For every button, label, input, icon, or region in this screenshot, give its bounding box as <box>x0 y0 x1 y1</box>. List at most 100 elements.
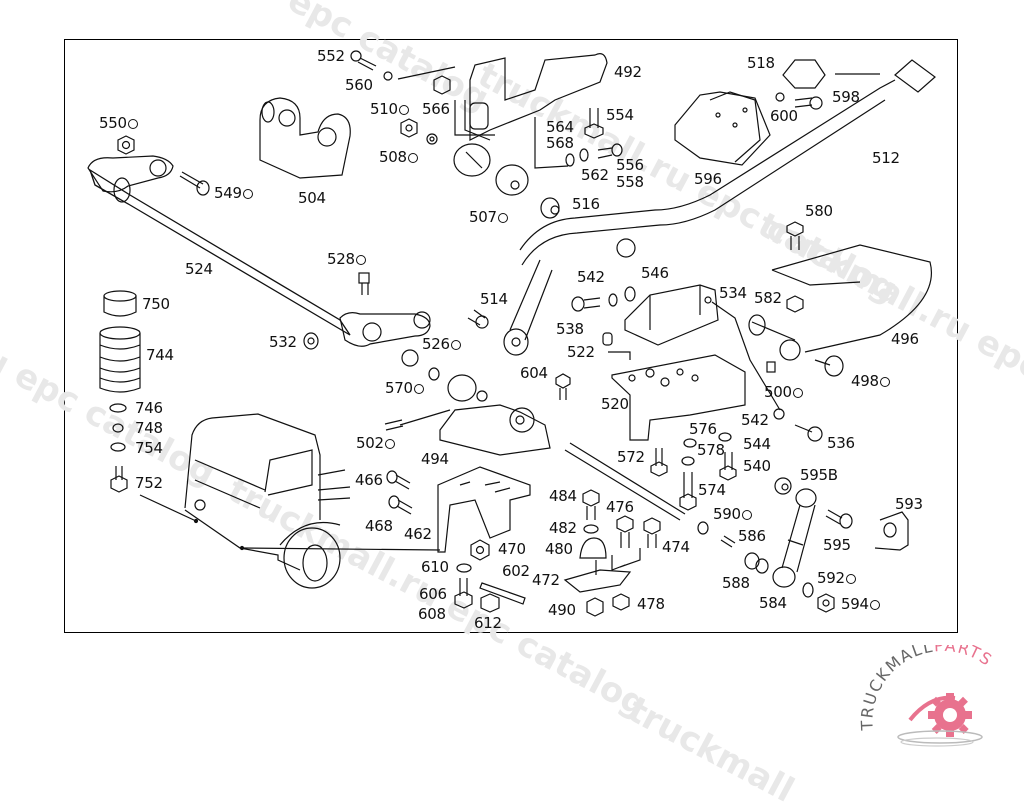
bracket-520[interactable] <box>611 354 746 441</box>
plate-472[interactable] <box>563 548 641 593</box>
bracket-494[interactable] <box>399 374 551 456</box>
part-label-496[interactable]: 496 <box>891 332 919 347</box>
part-label-526[interactable]: 526 <box>422 337 461 352</box>
part-label-516[interactable]: 516 <box>572 197 600 212</box>
bracket-593[interactable] <box>874 511 909 551</box>
part-label-570[interactable]: 570 <box>385 381 424 396</box>
bolt-595[interactable] <box>825 509 853 529</box>
washer-546[interactable] <box>624 286 636 302</box>
part-label-540[interactable]: 540 <box>743 459 771 474</box>
part-label-558[interactable]: 558 <box>616 175 644 190</box>
part-label-470[interactable]: 470 <box>498 542 526 557</box>
bolt-466[interactable] <box>386 470 411 490</box>
part-label-602[interactable]: 602 <box>502 564 530 579</box>
part-label-500[interactable]: 500 <box>764 385 803 400</box>
part-label-514[interactable]: 514 <box>480 292 508 307</box>
bushing-532[interactable] <box>303 332 319 350</box>
bolt-468[interactable] <box>388 495 413 515</box>
bracket-504[interactable] <box>259 97 351 179</box>
part-label-512[interactable]: 512 <box>872 151 900 166</box>
part-label-482[interactable]: 482 <box>549 521 577 536</box>
part-label-572[interactable]: 572 <box>617 450 645 465</box>
part-label-524[interactable]: 524 <box>185 262 213 277</box>
part-label-574[interactable]: 574 <box>698 483 726 498</box>
pin-586[interactable] <box>720 535 736 548</box>
pin-522[interactable] <box>602 332 631 360</box>
part-label-466[interactable]: 466 <box>355 473 383 488</box>
part-label-566[interactable]: 566 <box>422 102 450 117</box>
bolt-538[interactable] <box>571 296 601 312</box>
nut-478[interactable] <box>612 593 630 611</box>
washer-590[interactable] <box>697 521 709 535</box>
part-label-544[interactable]: 544 <box>743 437 771 452</box>
part-label-478[interactable]: 478 <box>637 597 665 612</box>
part-label-590[interactable]: 590 <box>713 507 752 522</box>
washer-562[interactable] <box>579 148 589 162</box>
part-label-504[interactable]: 504 <box>298 191 326 206</box>
nut-510[interactable] <box>400 118 418 138</box>
nut-595B[interactable] <box>774 477 792 495</box>
part-label-492[interactable]: 492 <box>614 65 642 80</box>
bolt-476[interactable] <box>616 515 634 548</box>
washer-508[interactable] <box>426 133 438 145</box>
bolt-554[interactable] <box>584 108 604 139</box>
part-label-542b[interactable]: 542 <box>741 413 769 428</box>
part-label-593[interactable]: 593 <box>895 497 923 512</box>
washer-570[interactable] <box>428 367 440 381</box>
part-label-595B[interactable]: 595B <box>800 468 838 483</box>
part-label-608[interactable]: 608 <box>418 607 446 622</box>
part-label-582[interactable]: 582 <box>754 291 782 306</box>
part-label-600[interactable]: 600 <box>770 109 798 124</box>
part-label-576[interactable]: 576 <box>689 422 717 437</box>
bolt-484[interactable] <box>582 489 600 520</box>
nut-550[interactable] <box>117 135 135 155</box>
washer-560[interactable] <box>383 66 456 81</box>
part-label-472[interactable]: 472 <box>532 573 560 588</box>
bolt-604[interactable] <box>555 373 571 400</box>
bracket-596[interactable] <box>674 91 771 166</box>
buffer-stack-744[interactable] <box>99 326 141 393</box>
washer-600[interactable] <box>775 92 785 102</box>
part-label-549[interactable]: 549 <box>214 186 253 201</box>
part-label-560[interactable]: 560 <box>345 78 373 93</box>
part-label-468[interactable]: 468 <box>365 519 393 534</box>
bushing-507[interactable] <box>453 143 529 196</box>
part-label-552[interactable]: 552 <box>317 49 345 64</box>
bolt-536[interactable] <box>794 424 823 442</box>
part-label-754[interactable]: 754 <box>135 441 163 456</box>
bolt-540[interactable] <box>719 452 737 481</box>
washer-482[interactable] <box>583 524 599 534</box>
bolt-556[interactable] <box>597 143 623 159</box>
washer-576[interactable] <box>683 438 697 448</box>
bolt-752[interactable] <box>110 466 128 493</box>
part-label-510[interactable]: 510 <box>370 102 409 117</box>
part-label-490[interactable]: 490 <box>548 603 576 618</box>
pin-502[interactable] <box>384 419 404 431</box>
nut-612[interactable] <box>480 593 500 613</box>
washer-544[interactable] <box>718 432 732 442</box>
stabilizer-bar-524[interactable] <box>87 155 431 347</box>
bump-stop-750[interactable] <box>103 290 137 317</box>
part-label-520[interactable]: 520 <box>601 397 629 412</box>
part-label-536[interactable]: 536 <box>827 436 855 451</box>
bump-stop-518[interactable] <box>782 59 880 89</box>
bushing-748[interactable] <box>112 423 124 433</box>
part-label-538[interactable]: 538 <box>556 322 584 337</box>
bolt-549[interactable] <box>179 171 210 196</box>
part-label-596[interactable]: 596 <box>694 172 722 187</box>
part-label-578[interactable]: 578 <box>697 443 725 458</box>
washer-578[interactable] <box>681 456 695 466</box>
part-label-546[interactable]: 546 <box>641 266 669 281</box>
nut-470[interactable] <box>470 539 490 561</box>
nut-594[interactable] <box>817 593 835 613</box>
part-label-584[interactable]: 584 <box>759 596 787 611</box>
part-label-594[interactable]: 594 <box>841 597 880 612</box>
part-label-462[interactable]: 462 <box>404 527 432 542</box>
shock-absorber-584[interactable] <box>772 488 817 588</box>
nut-490[interactable] <box>586 597 604 617</box>
part-label-550[interactable]: 550 <box>99 116 138 131</box>
part-label-522[interactable]: 522 <box>567 345 595 360</box>
part-label-604[interactable]: 604 <box>520 366 548 381</box>
rubber-mount-480[interactable] <box>579 537 607 559</box>
washer-754[interactable] <box>110 442 126 452</box>
